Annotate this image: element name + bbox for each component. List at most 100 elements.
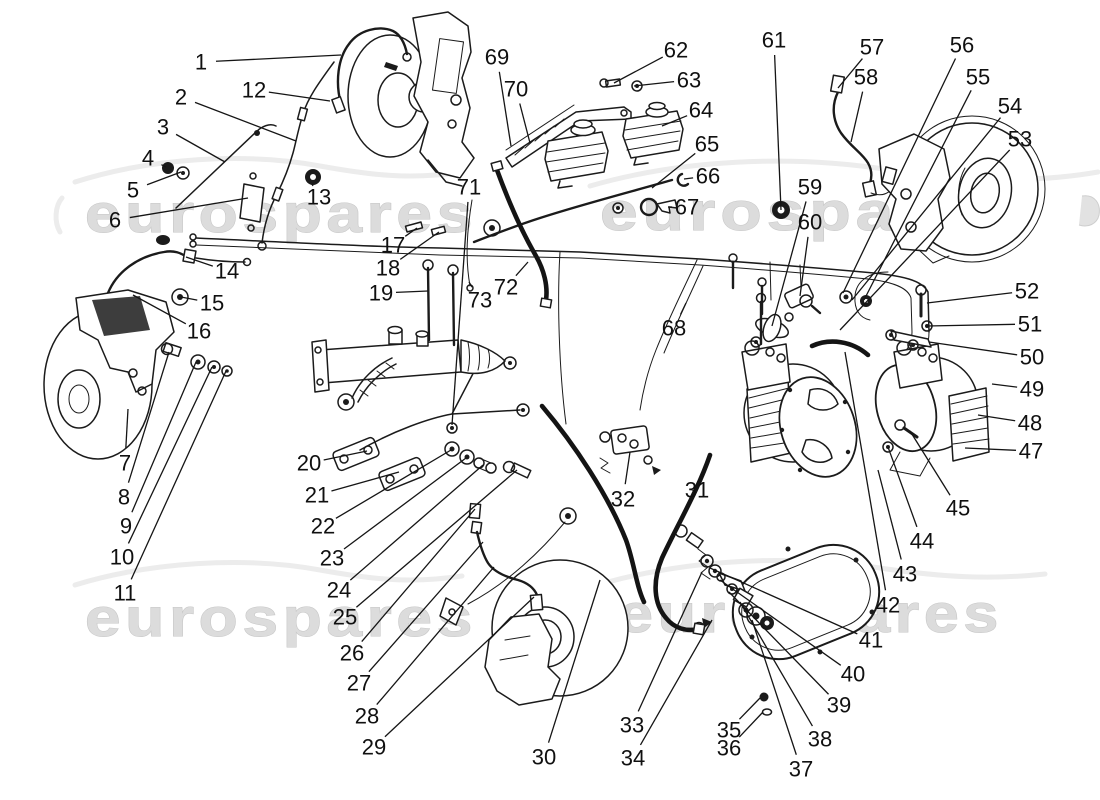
- callout-number-67[interactable]: 67: [675, 195, 699, 220]
- leader-line-68: [679, 302, 687, 315]
- callout-number-9[interactable]: 9: [120, 514, 132, 539]
- callout-number-37[interactable]: 37: [789, 757, 813, 782]
- callout-number-11[interactable]: 11: [114, 581, 137, 606]
- callout-number-60[interactable]: 60: [798, 210, 822, 235]
- callout-number-35[interactable]: 35: [717, 718, 741, 743]
- callout-number-39[interactable]: 39: [827, 693, 851, 718]
- front-brake-pipes: [106, 61, 335, 306]
- callout-number-50[interactable]: 50: [1020, 345, 1044, 370]
- callout-number-7[interactable]: 7: [119, 451, 131, 476]
- callout-number-64[interactable]: 64: [689, 98, 713, 123]
- leader-line-16: [132, 294, 187, 325]
- callout-number-24[interactable]: 24: [327, 578, 351, 603]
- callout-number-49[interactable]: 49: [1020, 377, 1044, 402]
- callout-number-29[interactable]: 29: [362, 735, 386, 760]
- left-servo-unit: [741, 292, 871, 478]
- callout-number-65[interactable]: 65: [695, 132, 719, 157]
- leader-line-59: [771, 201, 807, 327]
- callout-number-6[interactable]: 6: [109, 208, 121, 233]
- callout-number-45[interactable]: 45: [946, 496, 970, 521]
- callout-number-21[interactable]: 21: [305, 483, 329, 508]
- watermark-fragment: [53, 195, 65, 235]
- callout-layer: 1234567891011121314151617181920212223242…: [109, 28, 1044, 782]
- callout-number-48[interactable]: 48: [1018, 411, 1042, 436]
- leader-line-57: [837, 58, 863, 89]
- callout-number-73[interactable]: 73: [468, 288, 492, 313]
- callout-number-20[interactable]: 20: [297, 451, 321, 476]
- callout-number-22[interactable]: 22: [311, 514, 335, 539]
- callout-number-34[interactable]: 34: [621, 746, 645, 771]
- callout-number-43[interactable]: 43: [893, 562, 917, 587]
- callout-number-53[interactable]: 53: [1008, 127, 1032, 152]
- callout-number-69[interactable]: 69: [485, 45, 509, 70]
- leader-line-36: [738, 711, 764, 738]
- callout-number-72[interactable]: 72: [494, 275, 518, 300]
- callout-number-61[interactable]: 61: [762, 28, 786, 53]
- callout-number-17[interactable]: 17: [381, 233, 405, 258]
- callout-number-8[interactable]: 8: [118, 485, 130, 510]
- callout-number-32[interactable]: 32: [611, 487, 635, 512]
- callout-number-36[interactable]: 36: [717, 736, 741, 761]
- leader-line-30: [547, 579, 601, 743]
- leader-line-1: [215, 54, 342, 62]
- callout-number-55[interactable]: 55: [966, 65, 990, 90]
- callout-number-23[interactable]: 23: [320, 546, 344, 571]
- caliper-adjuster-parts: [674, 524, 774, 716]
- callout-number-71[interactable]: 71: [457, 175, 481, 200]
- callout-number-28[interactable]: 28: [355, 704, 379, 729]
- distribution-block: [599, 425, 661, 475]
- callout-number-59[interactable]: 59: [798, 175, 822, 200]
- leader-line-56: [842, 58, 957, 294]
- callout-number-38[interactable]: 38: [808, 727, 832, 752]
- callout-number-2[interactable]: 2: [175, 85, 187, 110]
- callout-number-3[interactable]: 3: [157, 115, 169, 140]
- callout-number-54[interactable]: 54: [998, 94, 1022, 119]
- leader-line-44: [887, 446, 918, 528]
- rear-left-brake-assembly: [43, 289, 233, 460]
- leader-line-72: [515, 261, 529, 277]
- callout-number-1[interactable]: 1: [195, 50, 207, 75]
- callout-number-12[interactable]: 12: [242, 78, 266, 103]
- callout-number-47[interactable]: 47: [1019, 439, 1043, 464]
- leader-line-35: [738, 697, 761, 720]
- callout-number-66[interactable]: 66: [696, 164, 720, 189]
- callout-number-41[interactable]: 41: [859, 628, 883, 653]
- leader-line-54: [851, 117, 1002, 301]
- callout-number-31[interactable]: 31: [685, 478, 709, 503]
- leader-line-66: [683, 177, 694, 180]
- leader-line-29: [384, 596, 535, 738]
- front-left-brake-assembly: [331, 11, 475, 187]
- callout-number-10[interactable]: 10: [110, 545, 134, 570]
- leader-line-5: [146, 171, 182, 186]
- callout-number-30[interactable]: 30: [532, 745, 556, 770]
- callout-number-25[interactable]: 25: [333, 605, 357, 630]
- callout-number-4[interactable]: 4: [142, 146, 154, 171]
- callout-number-13[interactable]: 13: [307, 185, 331, 210]
- callout-number-16[interactable]: 16: [187, 319, 211, 344]
- callout-number-63[interactable]: 63: [677, 68, 701, 93]
- leader-line-3: [175, 133, 226, 163]
- callout-number-40[interactable]: 40: [841, 662, 865, 687]
- callout-number-68[interactable]: 68: [662, 316, 686, 341]
- callout-number-52[interactable]: 52: [1015, 279, 1039, 304]
- callout-number-26[interactable]: 26: [340, 641, 364, 666]
- leader-line-58: [850, 91, 864, 143]
- callout-number-42[interactable]: 42: [876, 593, 900, 618]
- callout-number-56[interactable]: 56: [950, 33, 974, 58]
- callout-number-62[interactable]: 62: [664, 38, 688, 63]
- callout-number-15[interactable]: 15: [200, 291, 224, 316]
- leader-line-6: [129, 197, 249, 219]
- callout-number-58[interactable]: 58: [854, 65, 878, 90]
- callout-number-5[interactable]: 5: [127, 178, 139, 203]
- callout-number-51[interactable]: 51: [1018, 312, 1042, 337]
- callout-number-14[interactable]: 14: [215, 259, 239, 284]
- leader-line-45: [909, 430, 951, 496]
- callout-number-18[interactable]: 18: [376, 256, 400, 281]
- callout-number-70[interactable]: 70: [504, 77, 528, 102]
- leader-line-20: [323, 450, 368, 461]
- callout-number-33[interactable]: 33: [620, 713, 644, 738]
- callout-number-57[interactable]: 57: [860, 35, 884, 60]
- callout-number-19[interactable]: 19: [369, 281, 393, 306]
- callout-number-27[interactable]: 27: [347, 671, 371, 696]
- callout-number-44[interactable]: 44: [910, 529, 934, 554]
